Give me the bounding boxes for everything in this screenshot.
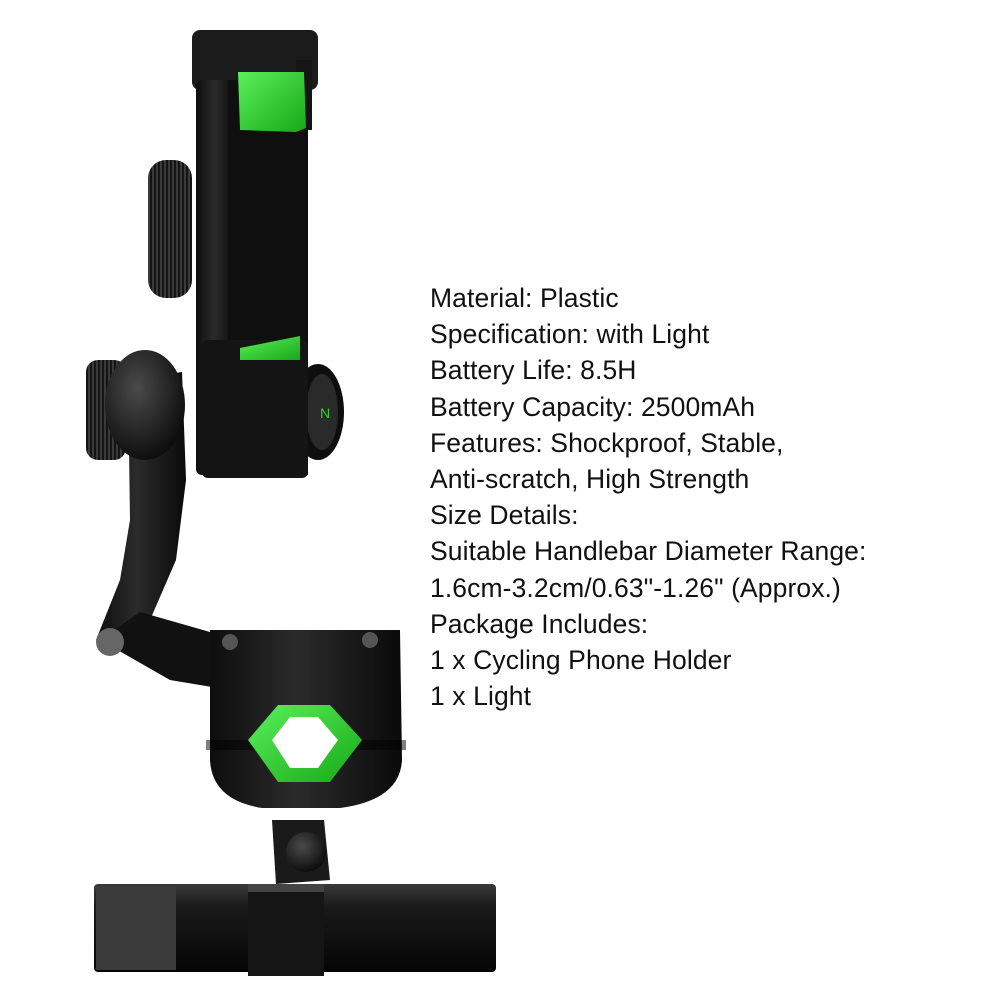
spec-line: Specification: with Light [430, 319, 710, 350]
spec-line: 1 x Light [430, 681, 532, 712]
spec-line: Battery Capacity: 2500mAh [430, 391, 756, 422]
spec-line: Size Details: [430, 500, 579, 531]
rear-knob [148, 160, 192, 298]
spec-line: Features: Shockproof, Stable, [430, 427, 784, 458]
spec-line: Suitable Handlebar Diameter Range: [430, 536, 867, 567]
spec-line: Package Includes: [430, 608, 649, 639]
spec-line: Battery Life: 8.5H [430, 355, 637, 386]
spec-line: Anti-scratch, High Strength [430, 464, 750, 495]
phone-clamp [192, 30, 318, 478]
pivot-knob [86, 350, 185, 460]
spec-line: 1.6cm-3.2cm/0.63"-1.26" (Approx.) [430, 572, 841, 603]
bike-light [94, 820, 496, 976]
spec-line: 1 x Cycling Phone Holder [430, 645, 732, 676]
handlebar-clamp [96, 628, 406, 808]
svg-text:N: N [320, 405, 330, 421]
spec-list: Material: Plastic Specification: with Li… [430, 280, 990, 714]
spec-line: Material: Plastic [430, 283, 619, 313]
